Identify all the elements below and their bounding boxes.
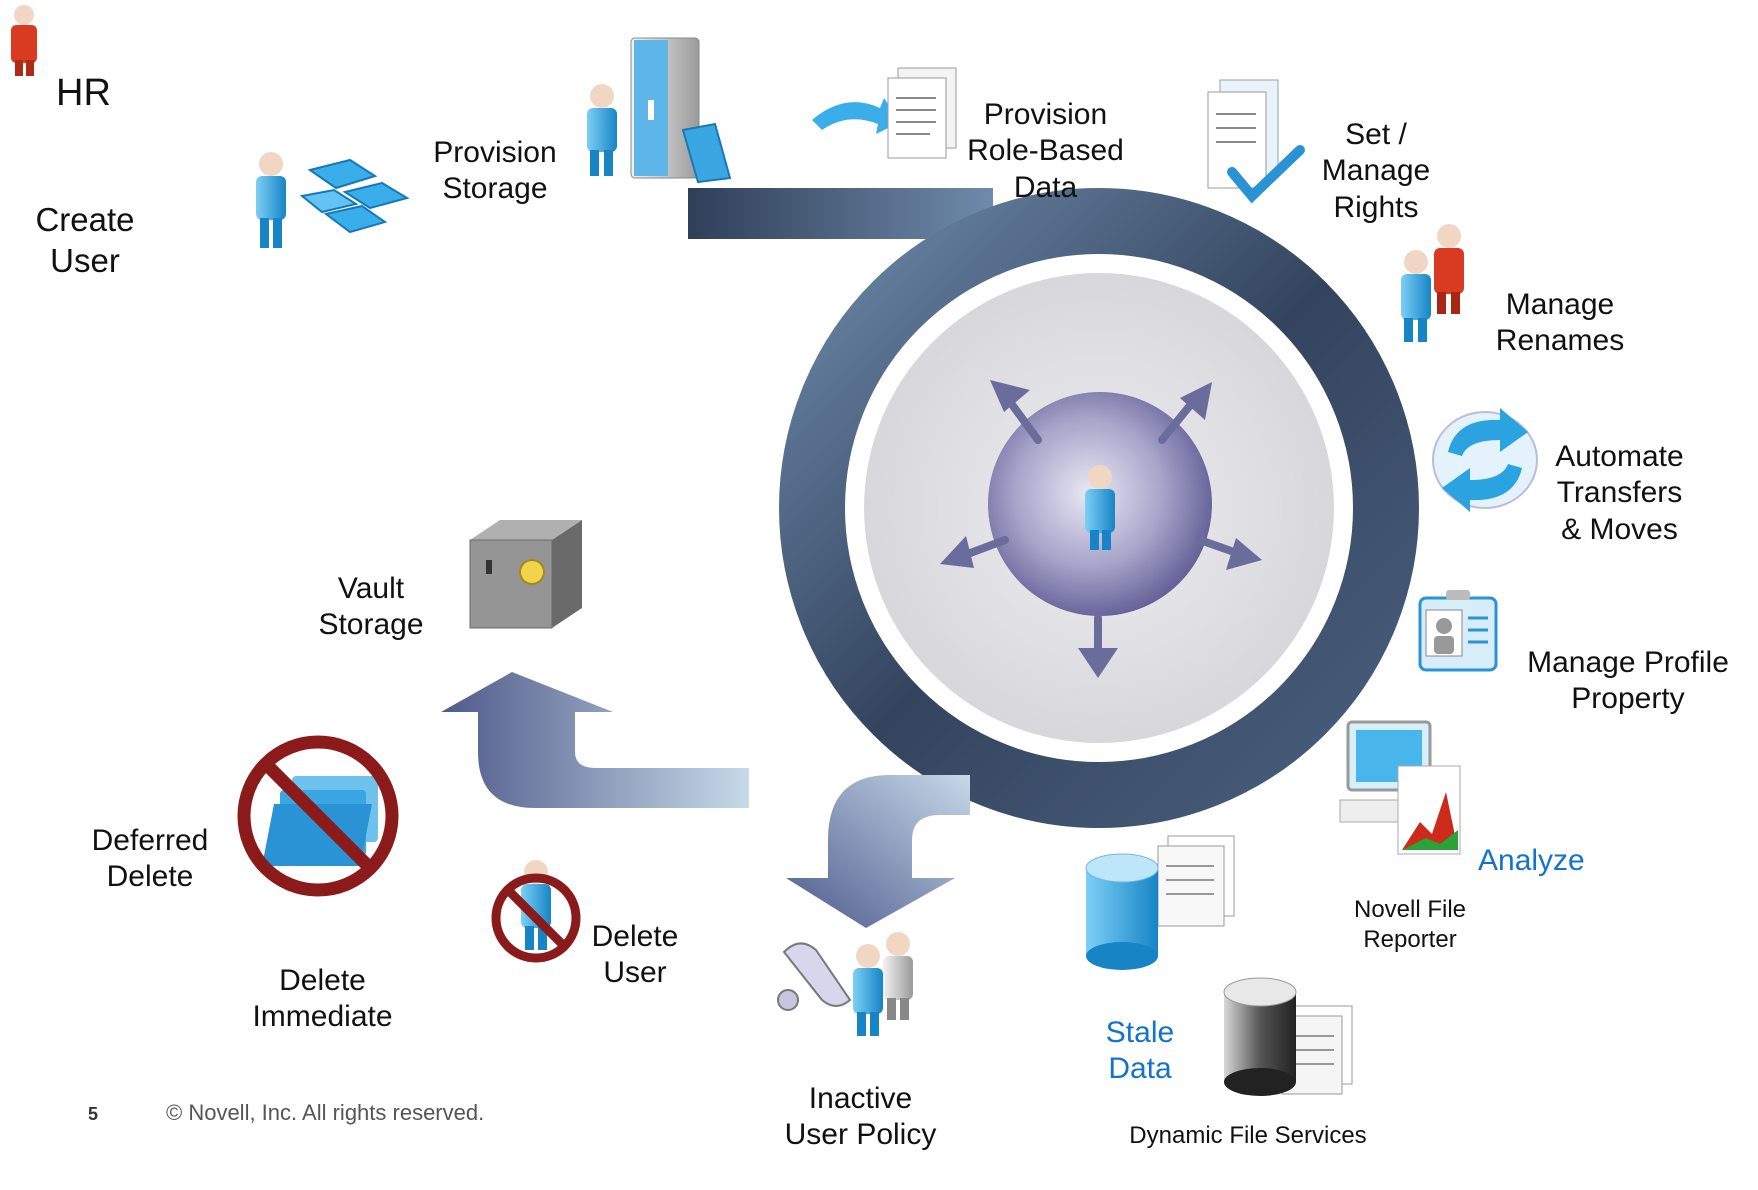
analyze-label: Analyze [1478,843,1585,877]
lifecycle-ring [779,188,1419,828]
dynamic-file-services-label: Dynamic File Services [1129,1122,1367,1150]
gray-database-documents-icon [1223,977,1353,1096]
circular-arrows-icon [1432,408,1538,512]
two-persons-icon [1401,224,1464,342]
id-card-icon [1418,590,1498,672]
return-arrow [441,672,749,808]
safe-icon [469,520,582,629]
no-folder-icon [237,735,399,897]
person-with-tiles-icon [256,152,410,248]
scroll-persons-icon [777,932,913,1036]
copyright-text: © Novell, Inc. All rights reserved. [166,1100,485,1125]
database-documents-icon [1085,835,1235,970]
person-with-server-icon [587,37,732,184]
page-number: 5 [88,1104,99,1124]
documents-checkmark-icon [1207,79,1305,204]
hr-label: HR [56,72,111,115]
document-transfer-icon [812,67,957,159]
inactive-arrow [786,775,970,928]
center-person-icon [1085,465,1115,550]
radiating-arrows [940,380,1262,678]
no-person-icon [491,860,581,963]
hr-person-icon [11,5,37,76]
diagram-canvas [11,5,1538,1096]
monitor-chart-icon [1339,720,1461,855]
